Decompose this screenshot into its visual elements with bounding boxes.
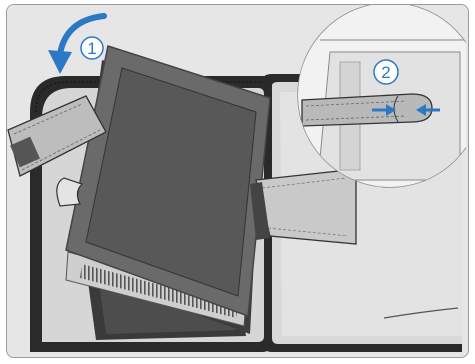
- step-2-label: 2: [381, 63, 390, 82]
- step-2-badge: 2: [374, 60, 398, 84]
- step-1-badge: 1: [81, 37, 103, 59]
- step-1-label: 1: [87, 39, 96, 58]
- right-strap: [250, 170, 356, 244]
